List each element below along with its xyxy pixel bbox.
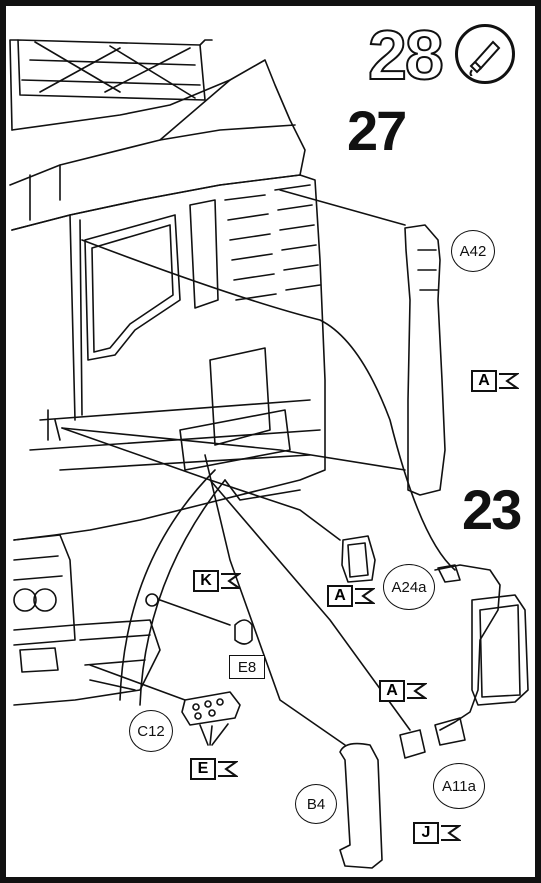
part-label-a24a: A24a xyxy=(383,564,435,610)
glue-tube-icon xyxy=(455,24,515,84)
part-label-c12: C12 xyxy=(129,710,173,752)
color-flag-a-middle: A xyxy=(327,585,375,607)
part-label-a11a: A11a xyxy=(433,763,485,809)
part-label-e8: E8 xyxy=(229,655,265,679)
part-label-b4: B4 xyxy=(295,784,337,824)
color-flag-k: K xyxy=(193,570,241,592)
reference-step-27: 27 xyxy=(347,99,407,162)
color-flag-a-upper: A xyxy=(471,370,519,392)
step-number: 28 xyxy=(367,16,445,94)
color-flag-letter: K xyxy=(193,570,219,592)
reference-step-23: 23 xyxy=(462,478,522,541)
color-flag-a-lower: A xyxy=(379,680,427,702)
color-flag-e: E xyxy=(190,758,238,780)
color-flag-letter: A xyxy=(471,370,497,392)
part-label-a42: A42 xyxy=(451,230,495,272)
color-flag-letter: A xyxy=(327,585,353,607)
color-flag-letter: A xyxy=(379,680,405,702)
roof-rack-drawing xyxy=(9,39,213,131)
color-flag-j: J xyxy=(413,822,461,844)
color-flag-letter: E xyxy=(190,758,216,780)
color-flag-letter: J xyxy=(413,822,439,844)
